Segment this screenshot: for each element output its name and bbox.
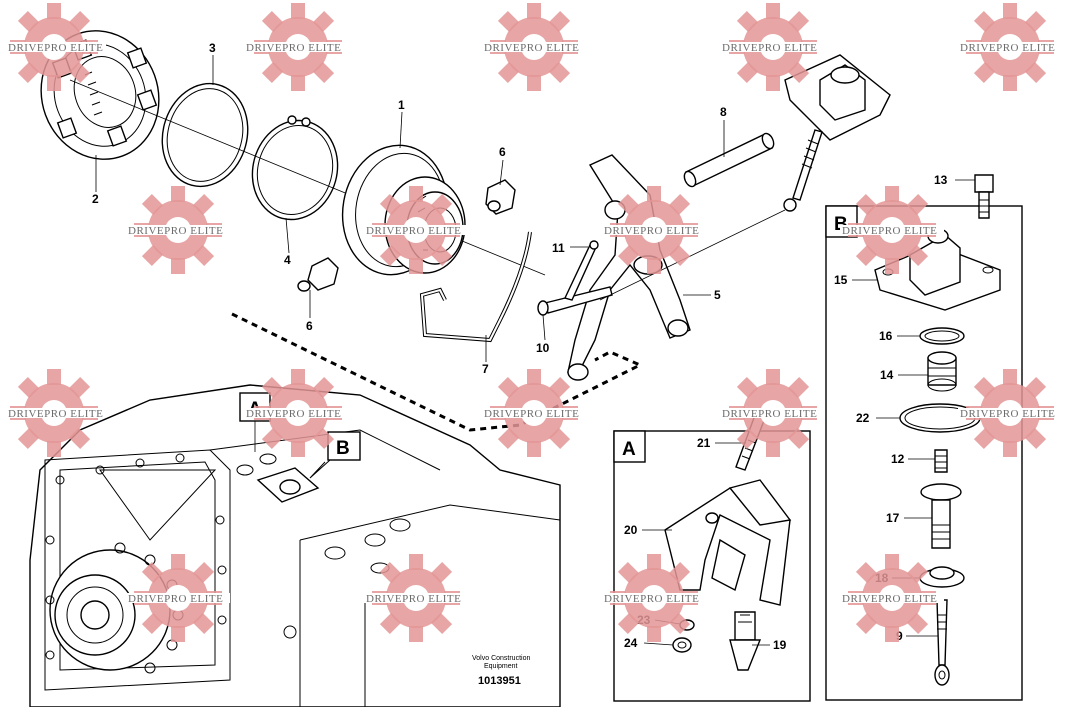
publisher-name: Volvo Construction <box>472 655 530 662</box>
watermark-text: DRIVEPRO ELITE <box>842 225 937 237</box>
watermark-text: DRIVEPRO ELITE <box>604 593 699 605</box>
label-part-24: 24 <box>624 636 638 650</box>
watermark-text: DRIVEPRO ELITE <box>722 42 817 54</box>
part-11-roll-pin <box>564 240 599 301</box>
label-part-5: 5 <box>714 288 721 302</box>
watermark-text: DRIVEPRO ELITE <box>842 593 937 605</box>
axle-housing <box>29 384 561 707</box>
watermark-text: DRIVEPRO ELITE <box>484 408 579 420</box>
label-part-2: 2 <box>92 192 99 206</box>
top-sensor-assembly <box>783 54 891 212</box>
label-part-22: 22 <box>856 411 870 425</box>
label-part-3: 3 <box>209 41 216 55</box>
document-number: 1013951 <box>478 675 521 687</box>
label-part-20: 20 <box>624 523 638 537</box>
watermark-text: DRIVEPRO ELITE <box>604 225 699 237</box>
svg-text:B: B <box>336 438 350 459</box>
detail-box-a: A <box>613 408 811 702</box>
label-part-15: 15 <box>834 273 848 287</box>
label-part-14: 14 <box>880 368 894 382</box>
callout-b: B <box>309 431 361 479</box>
watermark-text: DRIVEPRO ELITE <box>128 225 223 237</box>
label-part-17: 17 <box>886 511 900 525</box>
label-part-6-lower: 6 <box>306 319 313 333</box>
part-8-shaft <box>683 132 775 188</box>
svg-text:A: A <box>622 439 636 460</box>
label-part-13: 13 <box>934 173 948 187</box>
publisher-name-line2: Equipment <box>484 663 518 670</box>
label-part-6-upper: 6 <box>499 145 506 159</box>
watermark-text: DRIVEPRO ELITE <box>722 408 817 420</box>
watermark-text: DRIVEPRO ELITE <box>128 593 223 605</box>
label-part-11: 11 <box>552 241 565 255</box>
label-part-12: 12 <box>891 452 905 466</box>
label-part-19: 19 <box>773 638 787 652</box>
watermark-text: DRIVEPRO ELITE <box>484 42 579 54</box>
label-part-16: 16 <box>879 329 893 343</box>
label-part-10: 10 <box>536 341 550 355</box>
label-part-7: 7 <box>482 362 489 376</box>
watermark-text: DRIVEPRO ELITE <box>960 42 1055 54</box>
part-6-guide-block-upper <box>485 179 516 215</box>
watermark-text: DRIVEPRO ELITE <box>246 42 341 54</box>
document-info: Volvo Construction Equipment 1013951 <box>472 655 530 687</box>
label-part-1: 1 <box>398 98 405 112</box>
watermarks: DRIVEPRO ELITE DRIVEPRO ELITE DRIVEPRO E… <box>2 3 1062 642</box>
part-10-pin <box>537 286 613 316</box>
watermark-text: DRIVEPRO ELITE <box>8 408 103 420</box>
watermark-text: DRIVEPRO ELITE <box>8 42 103 54</box>
watermark-text: DRIVEPRO ELITE <box>246 408 341 420</box>
watermark-text: DRIVEPRO ELITE <box>960 408 1055 420</box>
part-number-labels: 1 2 3 4 5 6 6 7 8 9 10 11 12 13 14 15 16… <box>92 41 948 652</box>
label-part-21: 21 <box>697 436 711 450</box>
part-4-snap-ring <box>251 115 339 221</box>
label-part-9: 9 <box>896 629 903 643</box>
watermark-text: DRIVEPRO ELITE <box>366 593 461 605</box>
part-6-guide-block-lower <box>297 257 339 292</box>
label-part-8: 8 <box>720 105 727 119</box>
watermark-text: DRIVEPRO ELITE <box>366 225 461 237</box>
dashed-cable <box>231 312 644 432</box>
label-part-4: 4 <box>284 253 291 267</box>
